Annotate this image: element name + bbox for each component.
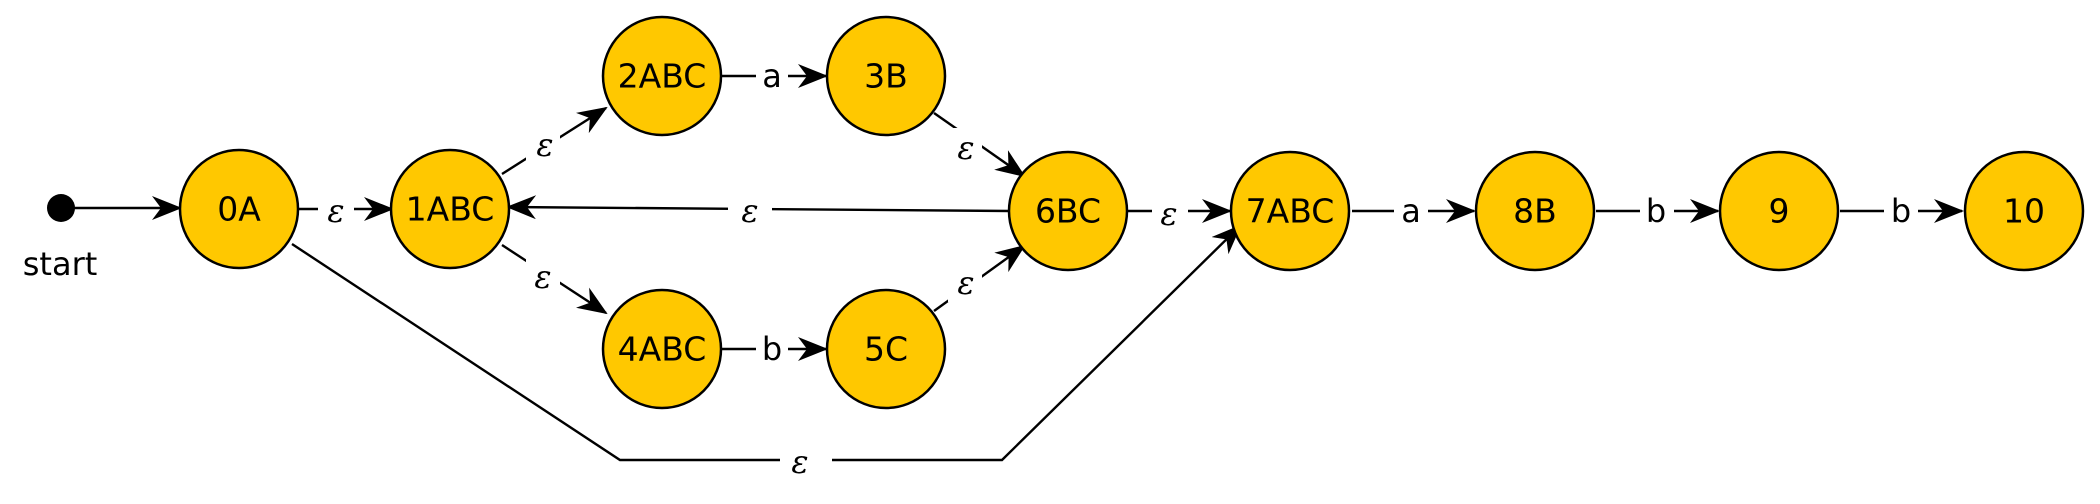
state-6BC-label: 6BC [1035, 192, 1101, 231]
state-4ABC[interactable]: 4ABC [601, 288, 723, 410]
edge-7-8-label: a [1401, 192, 1421, 230]
state-10-label: 10 [2003, 192, 2045, 231]
state-3B-label: 3B [864, 57, 908, 96]
edge-8-9-label: b [1646, 192, 1666, 230]
edge-1-2-label: ε [536, 126, 553, 164]
state-5C-label: 5C [864, 330, 908, 369]
edge-0-7-label: ε [791, 443, 808, 481]
state-7ABC-label: 7ABC [1246, 192, 1335, 231]
state-9[interactable]: 9 [1718, 150, 1840, 272]
state-7ABC[interactable]: 7ABC [1229, 150, 1351, 272]
state-5C[interactable]: 5C [825, 288, 947, 410]
state-0A[interactable]: 0A [178, 148, 300, 270]
edge-5-6-label: ε [957, 264, 974, 302]
state-2ABC-label: 2ABC [618, 57, 707, 96]
transitions: ε ε a ε ε b ε ε ε ε [62, 56, 1964, 482]
state-8B-label: 8B [1513, 192, 1557, 231]
state-6BC[interactable]: 6BC [1007, 150, 1129, 272]
edge-6-1-label: ε [741, 192, 758, 230]
edge-6-7-label: ε [1160, 195, 1177, 233]
state-2ABC[interactable]: 2ABC [601, 15, 723, 137]
states: 0A 1ABC 2ABC 3B 4ABC 5C 6BC 7ABC [178, 15, 2085, 410]
state-1ABC[interactable]: 1ABC [389, 148, 511, 270]
start-marker: start [23, 194, 98, 283]
start-label: start [23, 245, 98, 283]
edge-2-3-label: a [762, 57, 782, 95]
state-9-label: 9 [1769, 192, 1790, 231]
state-3B[interactable]: 3B [825, 15, 947, 137]
state-4ABC-label: 4ABC [618, 330, 707, 369]
edge-1-4-label: ε [534, 258, 551, 296]
state-10[interactable]: 10 [1963, 150, 2085, 272]
state-0A-label: 0A [217, 190, 261, 229]
state-8B[interactable]: 8B [1474, 150, 1596, 272]
edge-3-6-label: ε [957, 129, 974, 167]
edge-0-1-label: ε [327, 192, 344, 230]
edge-9-10-label: b [1891, 192, 1911, 230]
state-1ABC-label: 1ABC [406, 190, 495, 229]
edge-4-5-label: b [762, 330, 782, 368]
